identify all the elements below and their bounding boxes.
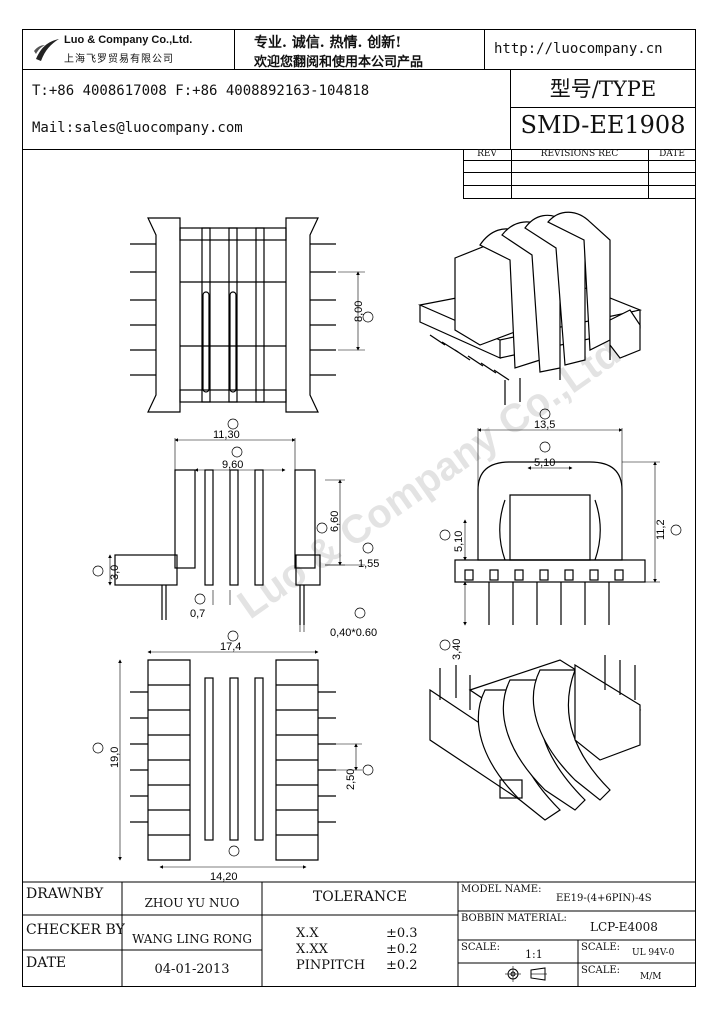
checker-value: WANG LING RONG [132, 932, 252, 946]
rev-header: REV [477, 149, 497, 159]
scale2-value: UL 94V-0 [632, 948, 675, 958]
slogan-line-1: 专业. 诚信. 热情. 创新! [254, 35, 402, 51]
dim-m-value: 17,4 [220, 641, 241, 653]
date-header: DATE [659, 149, 685, 159]
front-view [108, 438, 365, 632]
dim-d-value: 11,2 [655, 519, 667, 540]
dim-l-value: 1,55 [358, 558, 379, 570]
revisions-rec-header: REVISIONS REC [540, 149, 619, 159]
dim-g-value: 5,10 [453, 531, 465, 552]
dim-b-value: 2,50 [345, 769, 357, 790]
header: Luo & Company Co.,Ltd. 上海飞罗贸易有限公司 专业. 诚信… [22, 29, 696, 150]
dim-k-value: 0,7 [190, 608, 205, 620]
drawnby-label: DRAWNBY [26, 886, 104, 902]
title-block [22, 881, 696, 987]
scale3-label: SCALE: [581, 965, 621, 976]
projection-symbol-icon [505, 966, 555, 986]
dim-h2-value: 6,60 [329, 511, 341, 532]
tol-x-label: X.X [296, 926, 319, 941]
type-label: 型号/TYPE [549, 77, 657, 101]
dim-a-value: 14,20 [210, 871, 238, 883]
dim-n-value: 19,0 [109, 747, 121, 768]
bottom-view [118, 650, 362, 869]
side-view [454, 428, 660, 626]
dim-e-value: 11,30 [213, 429, 240, 441]
dim-g2-value: 5,10 [534, 457, 555, 469]
slogan-line-2: 欢迎您翻阅和使用本公司产品 [254, 55, 424, 70]
date-label: DATE [26, 955, 67, 971]
iso-view-bottom [429, 655, 642, 821]
checker-label: CHECKER BY [26, 922, 125, 938]
company-logo [32, 35, 62, 65]
company-name-en: Luo & Company Co.,Ltd. [64, 34, 193, 46]
revisions-table: REV REVISIONS REC DATE [463, 149, 696, 199]
phone-fax: T:+86 4008617008 F:+86 4008892163-104818 [32, 83, 370, 99]
dim-i-value: 13,5 [534, 419, 555, 431]
scale-label: SCALE: [461, 942, 501, 953]
drawing-sheet [22, 29, 696, 987]
date-value: 04-01-2013 [154, 962, 230, 977]
top-view [130, 217, 365, 413]
dim-lb-value: 3,40 [451, 639, 463, 660]
tol-xx-value: ±0.2 [386, 942, 418, 957]
iso-view-top [417, 211, 643, 405]
dim-f-value: 9,60 [222, 459, 243, 471]
dim-h-value: 8,00 [353, 301, 365, 322]
dim-c-value: 0,40*0.60 [330, 627, 377, 639]
bobbin-material-value: LCP-E4008 [590, 920, 658, 934]
model-name-label: MODEL NAME: [461, 884, 542, 895]
tol-x-value: ±0.3 [386, 926, 418, 941]
tol-pinpitch-label: PINPITCH [296, 958, 366, 973]
tol-xx-label: X.XX [296, 942, 328, 957]
dim-j-value: 3,0 [109, 565, 121, 580]
model-number: SMD-EE1908 [520, 111, 686, 139]
scale2-label: SCALE: [581, 942, 621, 953]
bobbin-material-label: BOBBIN MATERIAL: [461, 913, 567, 924]
email[interactable]: Mail:sales@luocompany.com [32, 120, 243, 136]
company-url[interactable]: http://luocompany.cn [494, 41, 663, 57]
drawnby-value: ZHOU YU NUO [144, 896, 240, 910]
tolerance-label: TOLERANCE [312, 889, 408, 905]
swoosh-logo-icon [34, 39, 59, 61]
tol-pinpitch-value: ±0.2 [386, 958, 418, 973]
scale3-value: M/M [640, 972, 662, 982]
scale-value: 1:1 [525, 948, 543, 961]
company-name-cn: 上海飞罗贸易有限公司 [64, 54, 174, 65]
model-name-value: EE19-(4+6PIN)-4S [556, 893, 652, 904]
